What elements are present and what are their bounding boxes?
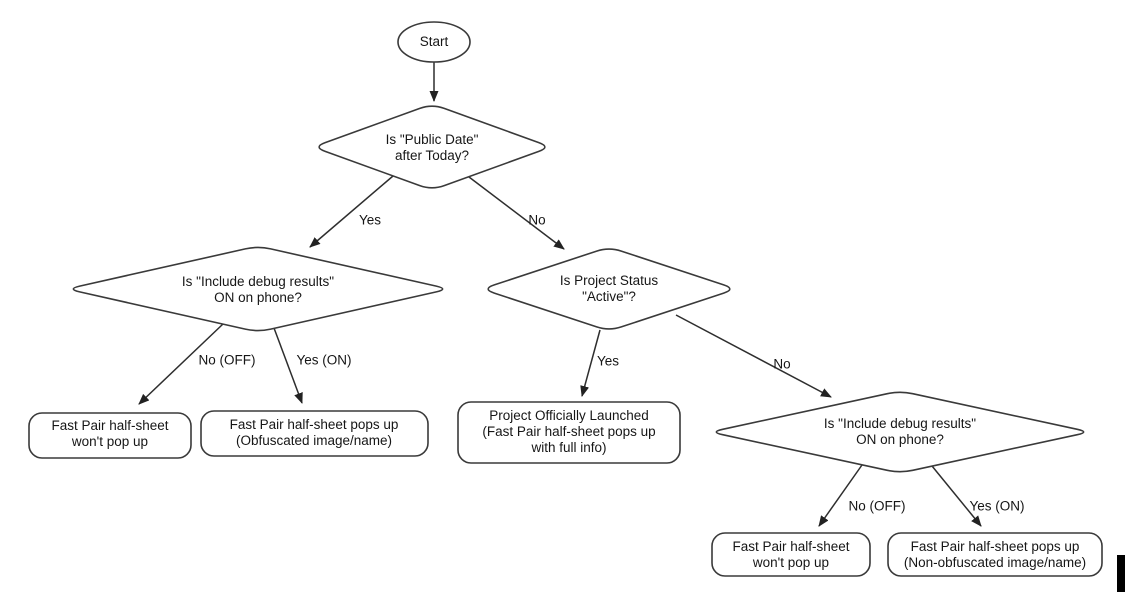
edge-project-status-no <box>675 314 832 398</box>
edge-debug-right-yes <box>931 465 982 527</box>
edge-debug-right-no <box>818 464 863 527</box>
node-non-obfuscated-shape <box>887 532 1103 577</box>
node-debug-right-shape <box>715 391 1085 473</box>
node-debug-left-shape <box>72 246 444 332</box>
edge-debug-left-no <box>138 323 224 405</box>
edge-public-date-yes <box>309 175 394 248</box>
edge-debug-left-yes <box>273 327 303 404</box>
node-launched-shape <box>457 401 681 464</box>
edge-public-date-no <box>468 176 565 250</box>
node-no-popup-right-shape <box>711 532 871 577</box>
node-obfuscated-shape <box>200 410 429 457</box>
node-start-shape <box>397 21 471 63</box>
node-public-date-shape <box>318 105 546 189</box>
node-project-status-shape <box>487 248 731 330</box>
node-no-popup-left-shape <box>28 412 192 459</box>
text-cursor-artifact <box>1117 555 1125 592</box>
edge-project-status-yes <box>580 329 601 397</box>
